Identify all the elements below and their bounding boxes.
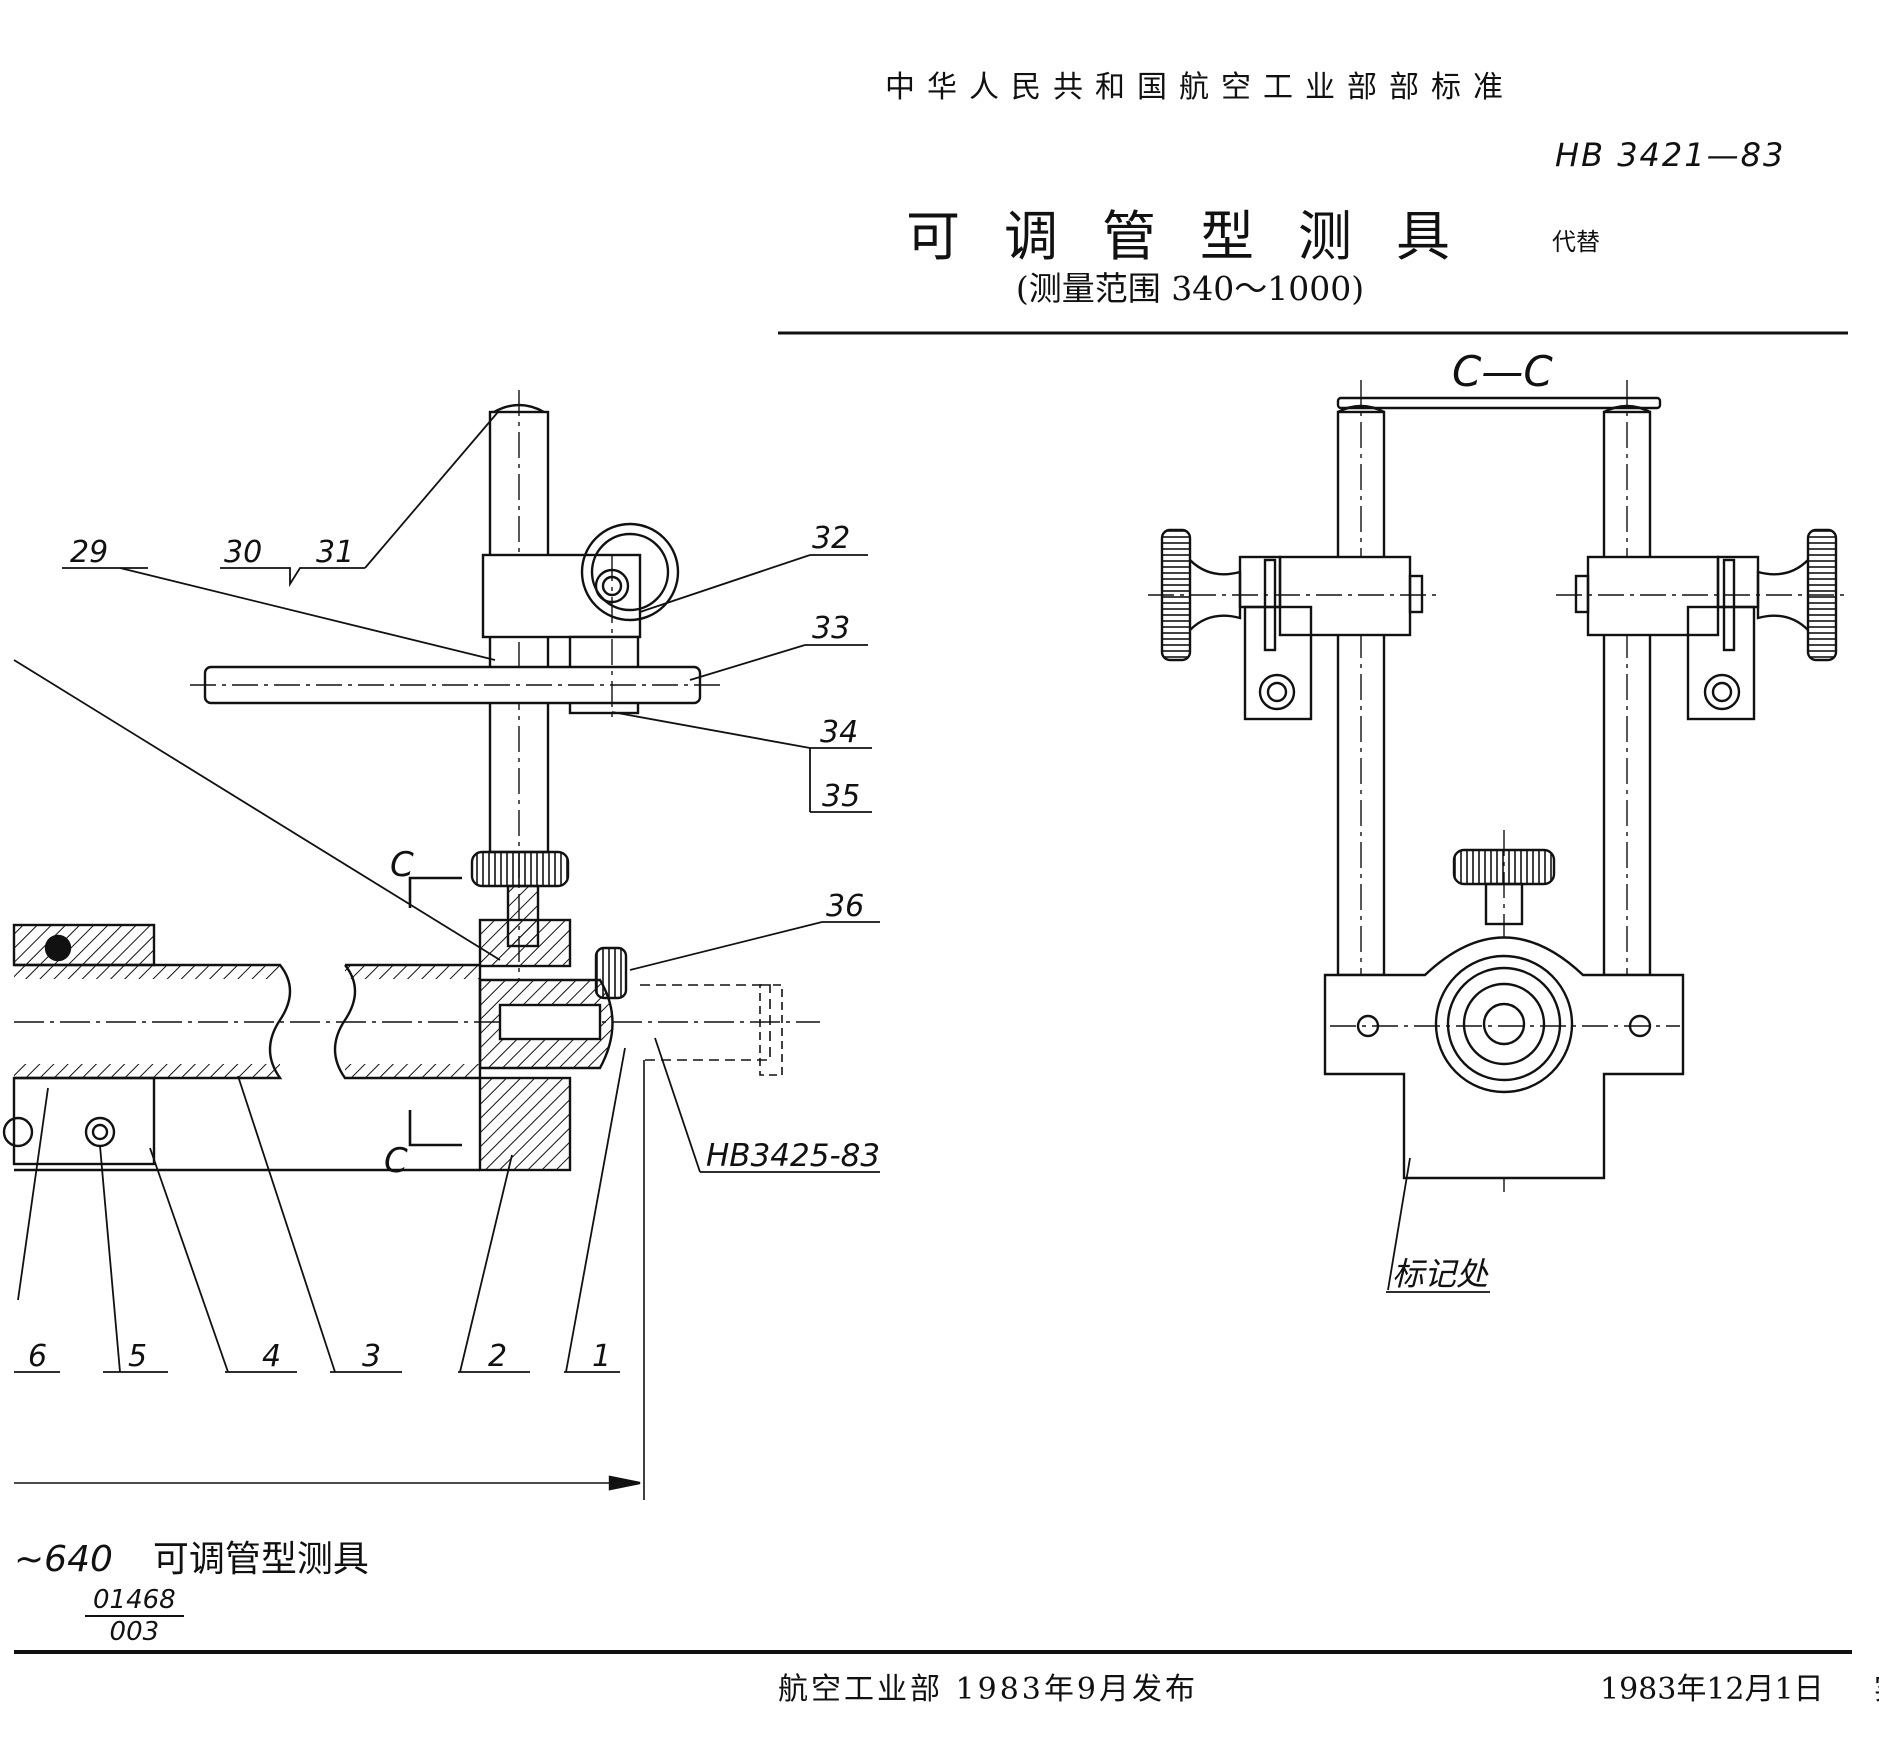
part-34: 34: [820, 715, 858, 750]
part-5: 5: [128, 1339, 147, 1374]
part-6: 6: [28, 1339, 47, 1374]
part-31: 31: [316, 535, 354, 570]
effective-label: 实施: [1874, 1672, 1879, 1707]
standard-number: HB 3421—83: [1555, 136, 1786, 174]
effective-info: 1983年12月1日 实施: [1600, 1664, 1879, 1708]
part-4: 4: [262, 1339, 281, 1374]
issue-info: 航空工业部 1983年9月发布: [778, 1672, 1198, 1707]
issuing-organization: 中华人民共和国航空工业部部标准: [885, 70, 1515, 105]
part-1: 1: [592, 1339, 611, 1374]
part-30: 30: [224, 535, 262, 570]
part-3: 3: [362, 1339, 381, 1374]
left-title: ~640 可调管型测具: [14, 1530, 369, 1582]
part-33: 33: [812, 611, 850, 646]
left-range: ~640: [14, 1539, 113, 1580]
part-32: 32: [812, 521, 850, 556]
code-top: 01468: [85, 1585, 184, 1617]
part-2: 2: [488, 1339, 507, 1374]
reference-standard: HB3425-83: [706, 1138, 880, 1174]
marking-note: 标记处: [1392, 1255, 1489, 1293]
part-36: 36: [826, 889, 864, 924]
part-29: 29: [70, 535, 108, 570]
document-title: 可调管型测具: [906, 205, 1494, 268]
effective-date: 1983年12月1日: [1600, 1672, 1824, 1707]
section-c-c-view: [1148, 380, 1850, 1293]
section-mark-top: C: [390, 845, 414, 885]
drawing-code: 01468 003: [85, 1585, 184, 1647]
replaces-note: 代替: [1552, 228, 1600, 256]
section-mark-bottom: C: [384, 1141, 408, 1181]
part-numbers: 29 30 31 32 33 34 35 36 6 5 4 3 2 1 C C …: [28, 521, 880, 1374]
part-35: 35: [822, 779, 860, 814]
assembly-view: [2, 390, 820, 1500]
leader-lines: [13, 411, 880, 1373]
section-label: C—C: [1452, 347, 1553, 396]
measurement-range: (测量范围 340～1000): [1015, 269, 1365, 308]
left-name: 可调管型测具: [152, 1539, 369, 1580]
code-bottom: 003: [109, 1617, 160, 1647]
